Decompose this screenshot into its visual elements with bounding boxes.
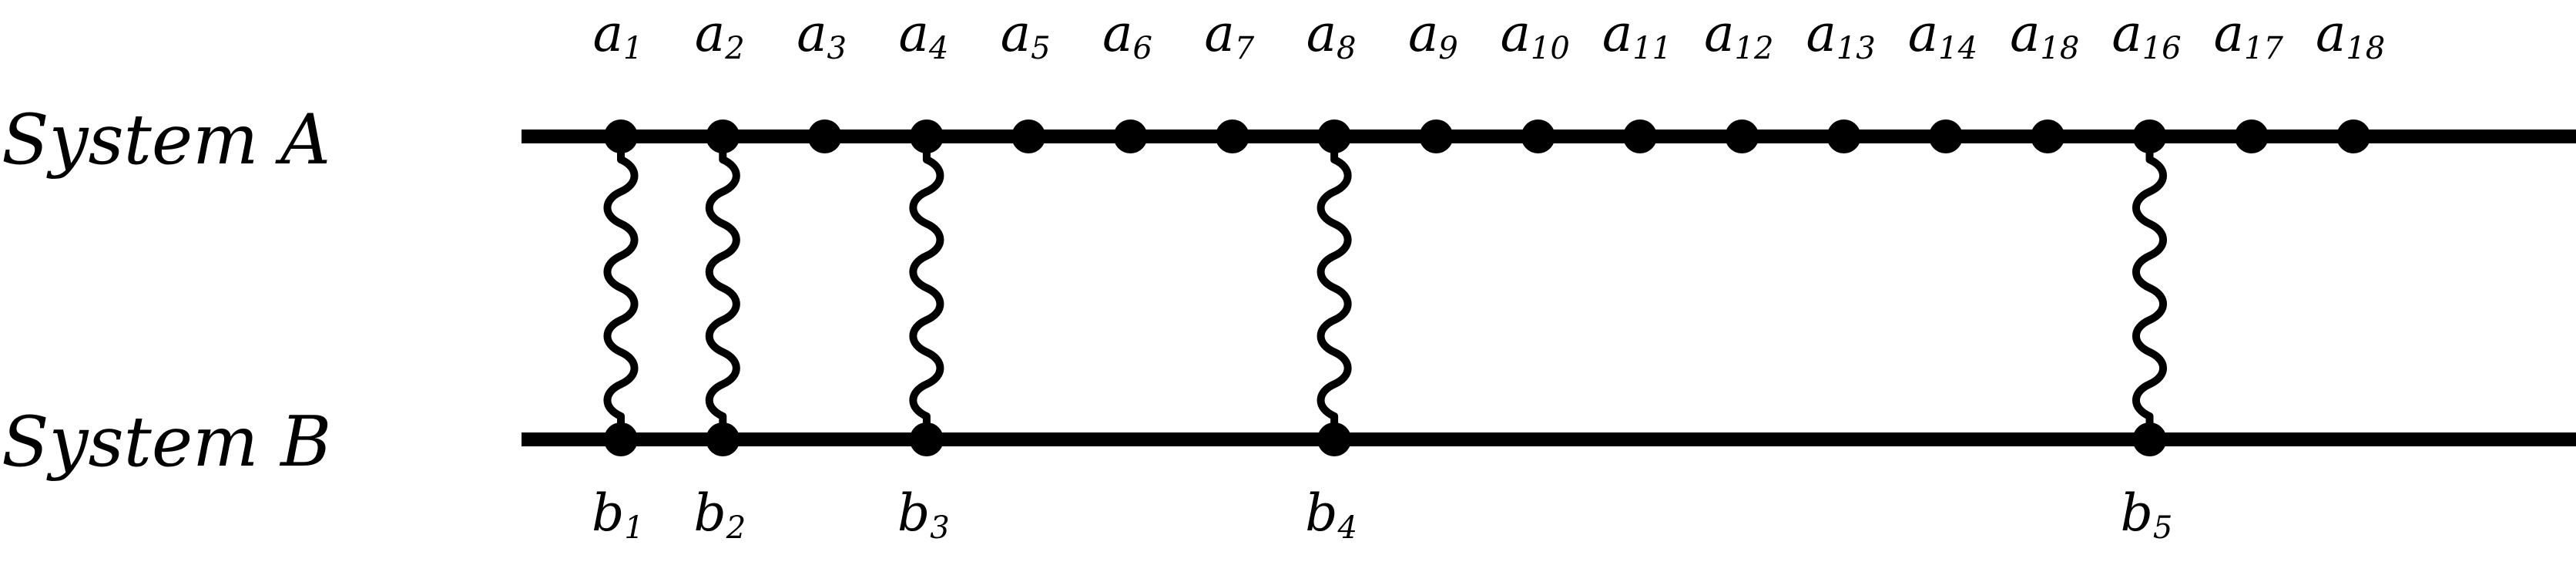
system-a-node-dot bbox=[2132, 119, 2167, 153]
system-a-node-dot bbox=[1826, 119, 1861, 153]
system-a-node-dot bbox=[1928, 119, 1963, 153]
system-a-node-label: a17 bbox=[2214, 4, 2284, 66]
system-a-node-label: a2 bbox=[695, 4, 745, 66]
system-b-node-label: b4 bbox=[1305, 483, 1357, 546]
system-a-node-label: a4 bbox=[898, 4, 948, 66]
interaction-link bbox=[705, 139, 740, 437]
system-a-node-dot bbox=[1317, 119, 1352, 153]
system-b-node-label: b5 bbox=[2121, 483, 2173, 546]
system-a-node-label: a18 bbox=[2316, 4, 2385, 66]
system-b-node-dot bbox=[604, 422, 638, 456]
system-a-node-label: a8 bbox=[1306, 4, 1357, 66]
system-a-nodes: a1 a2 a3 a4 a5 a6 a7 a8 a9 a10 a11 a12 a13 a14 a18 a16 a… bbox=[593, 4, 2385, 153]
interaction-link bbox=[2132, 139, 2167, 437]
system-a-label: System A bbox=[2, 99, 330, 180]
system-a-node-label: a9 bbox=[1408, 4, 1458, 66]
system-b-nodes: b1 b2 b3 b4 b5 bbox=[592, 422, 2172, 546]
system-a-node-label: a6 bbox=[1102, 4, 1152, 66]
system-b-node-label: b2 bbox=[693, 483, 746, 546]
system-a-node-label: a1 bbox=[593, 4, 643, 66]
system-b-node-dot bbox=[2132, 422, 2167, 456]
system-a-node-dot bbox=[1011, 119, 1046, 153]
interaction-link bbox=[603, 139, 639, 437]
system-a-node-dot bbox=[2336, 119, 2371, 153]
system-a-node-label: a16 bbox=[2111, 4, 2181, 66]
system-b-node-dot bbox=[706, 422, 740, 456]
system-a-node-dot bbox=[706, 119, 740, 153]
interaction-link bbox=[1317, 139, 1352, 437]
system-a-node-dot bbox=[909, 119, 944, 153]
system-a-node-dot bbox=[807, 119, 842, 153]
system-a-node-label: a18 bbox=[2010, 4, 2079, 66]
system-b-node-label: b3 bbox=[897, 483, 950, 546]
link-group bbox=[603, 139, 2167, 437]
system-a-node-dot bbox=[1215, 119, 1249, 153]
system-a-node-label: a3 bbox=[797, 4, 847, 66]
system-a-node-dot bbox=[2031, 119, 2065, 153]
system-a-node-label: a13 bbox=[1806, 4, 1875, 66]
system-a-node-label: a10 bbox=[1501, 4, 1570, 66]
system-a-node-dot bbox=[1623, 119, 1657, 153]
system-a-node-dot bbox=[1725, 119, 1759, 153]
system-a-node-label: a7 bbox=[1204, 4, 1254, 66]
system-b-label: System B bbox=[2, 402, 331, 483]
system-a-node-dot bbox=[1419, 119, 1454, 153]
system-b-node-dot bbox=[1317, 422, 1352, 456]
system-a-node-label: a12 bbox=[1704, 4, 1773, 66]
system-a-node-dot bbox=[2234, 119, 2269, 153]
system-a-node-dot bbox=[1521, 119, 1555, 153]
system-a-node-dot bbox=[604, 119, 638, 153]
interaction-link bbox=[909, 139, 944, 437]
system-a-node-label: a11 bbox=[1602, 4, 1672, 66]
system-b-node-dot bbox=[909, 422, 944, 456]
system-b-node-label: b1 bbox=[592, 483, 644, 546]
system-a-node-dot bbox=[1113, 119, 1148, 153]
system-a-node-label: a5 bbox=[1001, 4, 1051, 66]
system-a-node-label: a14 bbox=[1908, 4, 1977, 66]
